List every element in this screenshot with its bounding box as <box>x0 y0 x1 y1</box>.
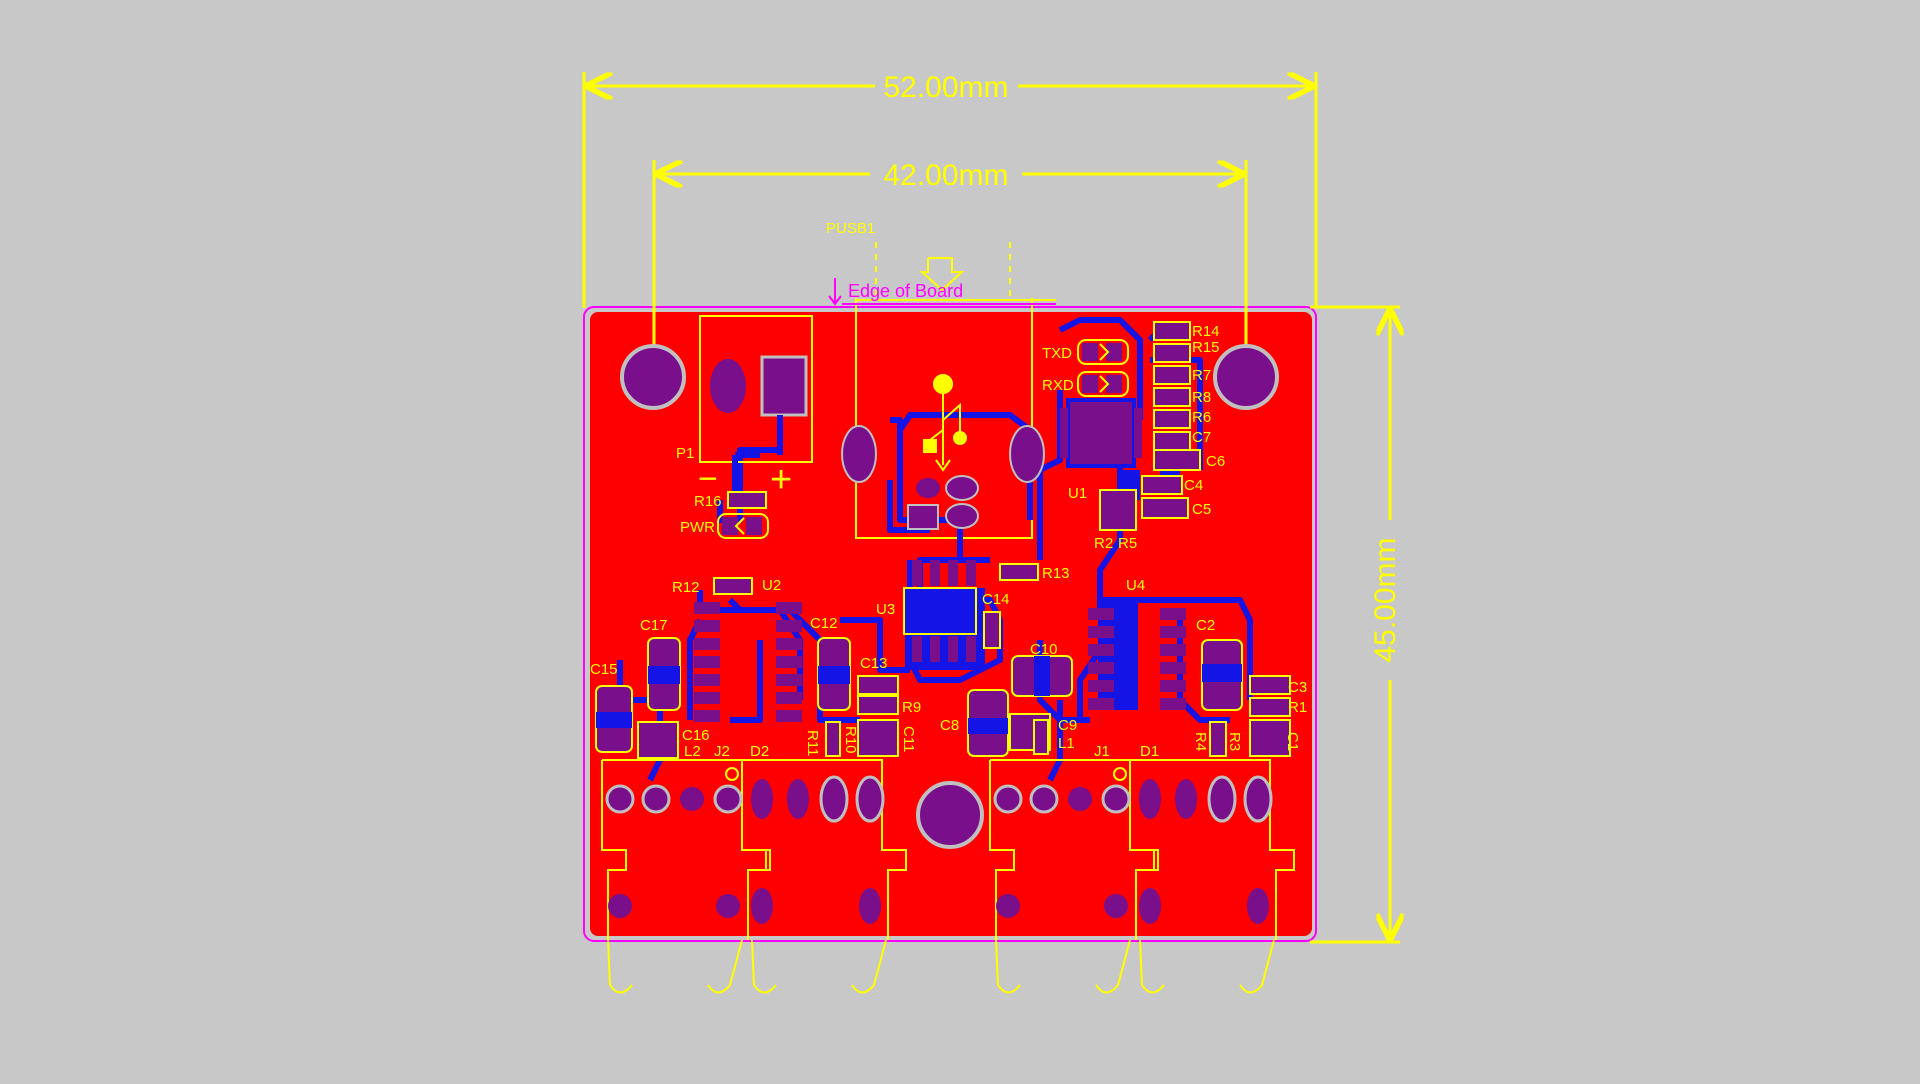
label-c12: C12 <box>810 615 838 632</box>
ic-u3 <box>903 560 977 662</box>
label-u2: U2 <box>762 577 781 594</box>
label-c16: C16 <box>682 727 710 744</box>
ic-u2 <box>694 602 802 722</box>
label-c5: C5 <box>1192 501 1211 518</box>
dimension-width-inner <box>652 160 1248 378</box>
mounting-hole-top-right <box>1213 344 1279 410</box>
label-r13: R13 <box>1042 565 1070 582</box>
label-j2: J2 <box>714 743 730 760</box>
label-u4: U4 <box>1126 577 1145 594</box>
label-c15: C15 <box>590 661 618 678</box>
small-passives-bottom <box>637 675 1291 759</box>
label-txd: TXD <box>1042 345 1072 362</box>
label-c1: C1 <box>1284 732 1301 751</box>
label-r8: R8 <box>1192 389 1211 406</box>
label-l2: L2 <box>684 743 701 760</box>
label-c13: C13 <box>860 655 888 672</box>
led-pwr <box>717 513 769 539</box>
label-d2: D2 <box>750 743 769 760</box>
label-rxd: RXD <box>1042 377 1074 394</box>
board-outline <box>583 306 1317 942</box>
usb-connector-label: PUSB1 <box>826 220 875 237</box>
connector-block-left <box>601 759 907 940</box>
label-r9: R9 <box>902 699 921 716</box>
label-r2: R2 <box>1094 535 1113 552</box>
label-c8: C8 <box>940 717 959 734</box>
label-r16: R16 <box>694 493 722 510</box>
resistor-r13 <box>999 563 1039 581</box>
usb-connector-pads <box>841 425 1045 530</box>
led-rxd <box>1077 371 1129 397</box>
label-r12: R12 <box>672 579 700 596</box>
label-j1: J1 <box>1094 743 1110 760</box>
label-p1: P1 <box>676 445 694 462</box>
mounting-hole-top-left <box>620 344 686 410</box>
led-txd <box>1077 339 1129 365</box>
reference-designators: P1 R16 PWR R12 U2 U3 C17 C12 C15 C13 R9 … <box>590 323 1307 760</box>
ic-u1 <box>1060 398 1142 468</box>
dimension-width-outer <box>582 72 1318 308</box>
edge-of-board-marker <box>828 278 1056 306</box>
label-r3: R3 <box>1226 732 1243 751</box>
label-c2: C2 <box>1196 617 1215 634</box>
usb-symbol-icon <box>923 374 967 472</box>
large-capacitors <box>595 637 1243 757</box>
dimension-width-inner-label: 42.00mm <box>883 159 1008 192</box>
connector-pads <box>605 767 1273 924</box>
label-c14: C14 <box>982 591 1010 608</box>
mounting-holes <box>620 344 1279 849</box>
passive-array-right <box>1099 321 1201 531</box>
connector-pins <box>607 939 1275 994</box>
label-c6: C6 <box>1206 453 1225 470</box>
polarity-minus: − <box>698 460 718 498</box>
label-c3: C3 <box>1288 679 1307 696</box>
label-c9: C9 <box>1058 717 1077 734</box>
label-r4: R4 <box>1192 732 1209 751</box>
label-pwr: PWR <box>680 519 715 536</box>
label-d1: D1 <box>1140 743 1159 760</box>
edge-of-board-label: Edge of Board <box>848 281 963 301</box>
label-r1: R1 <box>1288 699 1307 716</box>
resistor-r12 <box>713 577 753 595</box>
label-c17: C17 <box>640 617 668 634</box>
dimension-width-outer-label: 52.00mm <box>883 71 1008 104</box>
label-l1: L1 <box>1058 735 1075 752</box>
label-r14: R14 <box>1192 323 1220 340</box>
dimension-height <box>1310 305 1400 944</box>
label-r10: R10 <box>842 726 859 754</box>
ic-u4 <box>1088 608 1186 710</box>
connector-block-right <box>989 759 1295 940</box>
label-c7: C7 <box>1192 429 1211 446</box>
label-u1: U1 <box>1068 485 1087 502</box>
mounting-hole-bottom-center <box>916 781 984 849</box>
label-c4: C4 <box>1184 477 1203 494</box>
label-c10: C10 <box>1030 641 1058 658</box>
dimension-height-label: 45.00mm <box>1369 537 1402 662</box>
label-r11: R11 <box>804 730 821 756</box>
label-u3: U3 <box>876 601 895 618</box>
label-c11: C11 <box>900 726 917 752</box>
connector-p1 <box>699 315 813 500</box>
label-r5: R5 <box>1118 535 1137 552</box>
label-r15: R15 <box>1192 339 1220 356</box>
capacitor-c14 <box>983 611 1001 649</box>
usb-connector-outline <box>855 242 1056 539</box>
resistor-r16 <box>727 491 767 509</box>
label-r7: R7 <box>1192 367 1211 384</box>
polarity-plus: + <box>770 459 792 501</box>
label-r6: R6 <box>1192 409 1211 426</box>
